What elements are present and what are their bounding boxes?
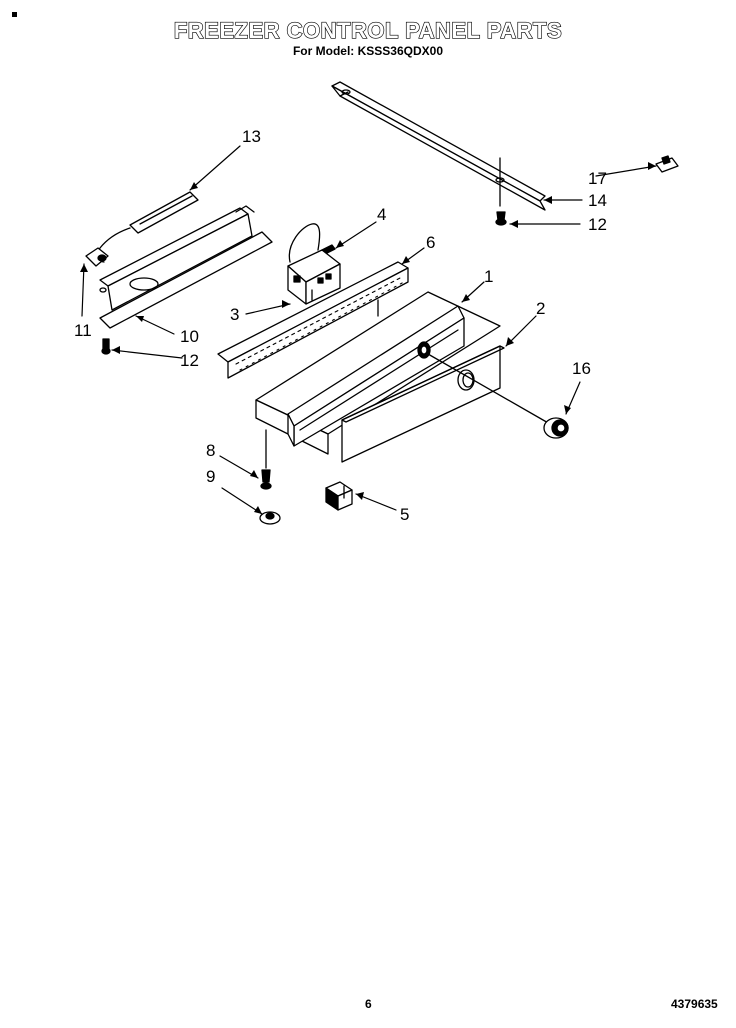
callout-12-right: 12	[588, 215, 607, 234]
registration-mark	[12, 12, 17, 17]
part-3-control-switch	[287, 223, 341, 305]
part-17-clip	[655, 155, 679, 173]
part-14-bracket	[331, 81, 546, 211]
part-1-control-panel-housing	[255, 291, 501, 455]
document-number: 4379635	[671, 997, 718, 1011]
leader-arrowheads	[80, 162, 656, 514]
part-5-switch	[325, 481, 353, 511]
part-11-end-clip	[85, 247, 109, 293]
callout-13: 13	[242, 127, 261, 146]
page-title: FREEZER CONTROL PANEL PARTS	[173, 17, 563, 43]
callout-9: 9	[206, 467, 215, 486]
part-9-washer	[259, 511, 281, 525]
callout-3: 3	[230, 305, 239, 324]
callout-4: 4	[377, 205, 386, 224]
callout-12-left: 12	[180, 351, 199, 370]
part-8-screw	[260, 429, 272, 490]
callout-1: 1	[484, 267, 493, 286]
callout-14: 14	[588, 191, 607, 210]
callout-11: 11	[74, 321, 92, 340]
callout-10: 10	[180, 327, 199, 346]
callout-17: 17	[588, 169, 607, 188]
callout-5: 5	[400, 505, 409, 524]
page-number: 6	[365, 997, 372, 1011]
model-subtitle: For Model: KSSS36QDX00	[292, 44, 444, 58]
callout-8: 8	[206, 441, 215, 460]
part-12-screw-left	[101, 338, 111, 355]
part-2-front-panel	[341, 345, 505, 463]
callout-6: 6	[426, 233, 435, 252]
callout-labels: 13 17 14 12 4 6 1 2 3 11 10 12 16 8 9 5	[74, 127, 607, 524]
callout-16: 16	[572, 359, 591, 378]
part-12-screw-right	[495, 211, 507, 226]
part-10-housing-bracket	[99, 205, 273, 329]
callout-2: 2	[536, 299, 545, 318]
part-6-perforated-strip	[217, 261, 409, 379]
part-16-control-knob	[427, 353, 569, 439]
